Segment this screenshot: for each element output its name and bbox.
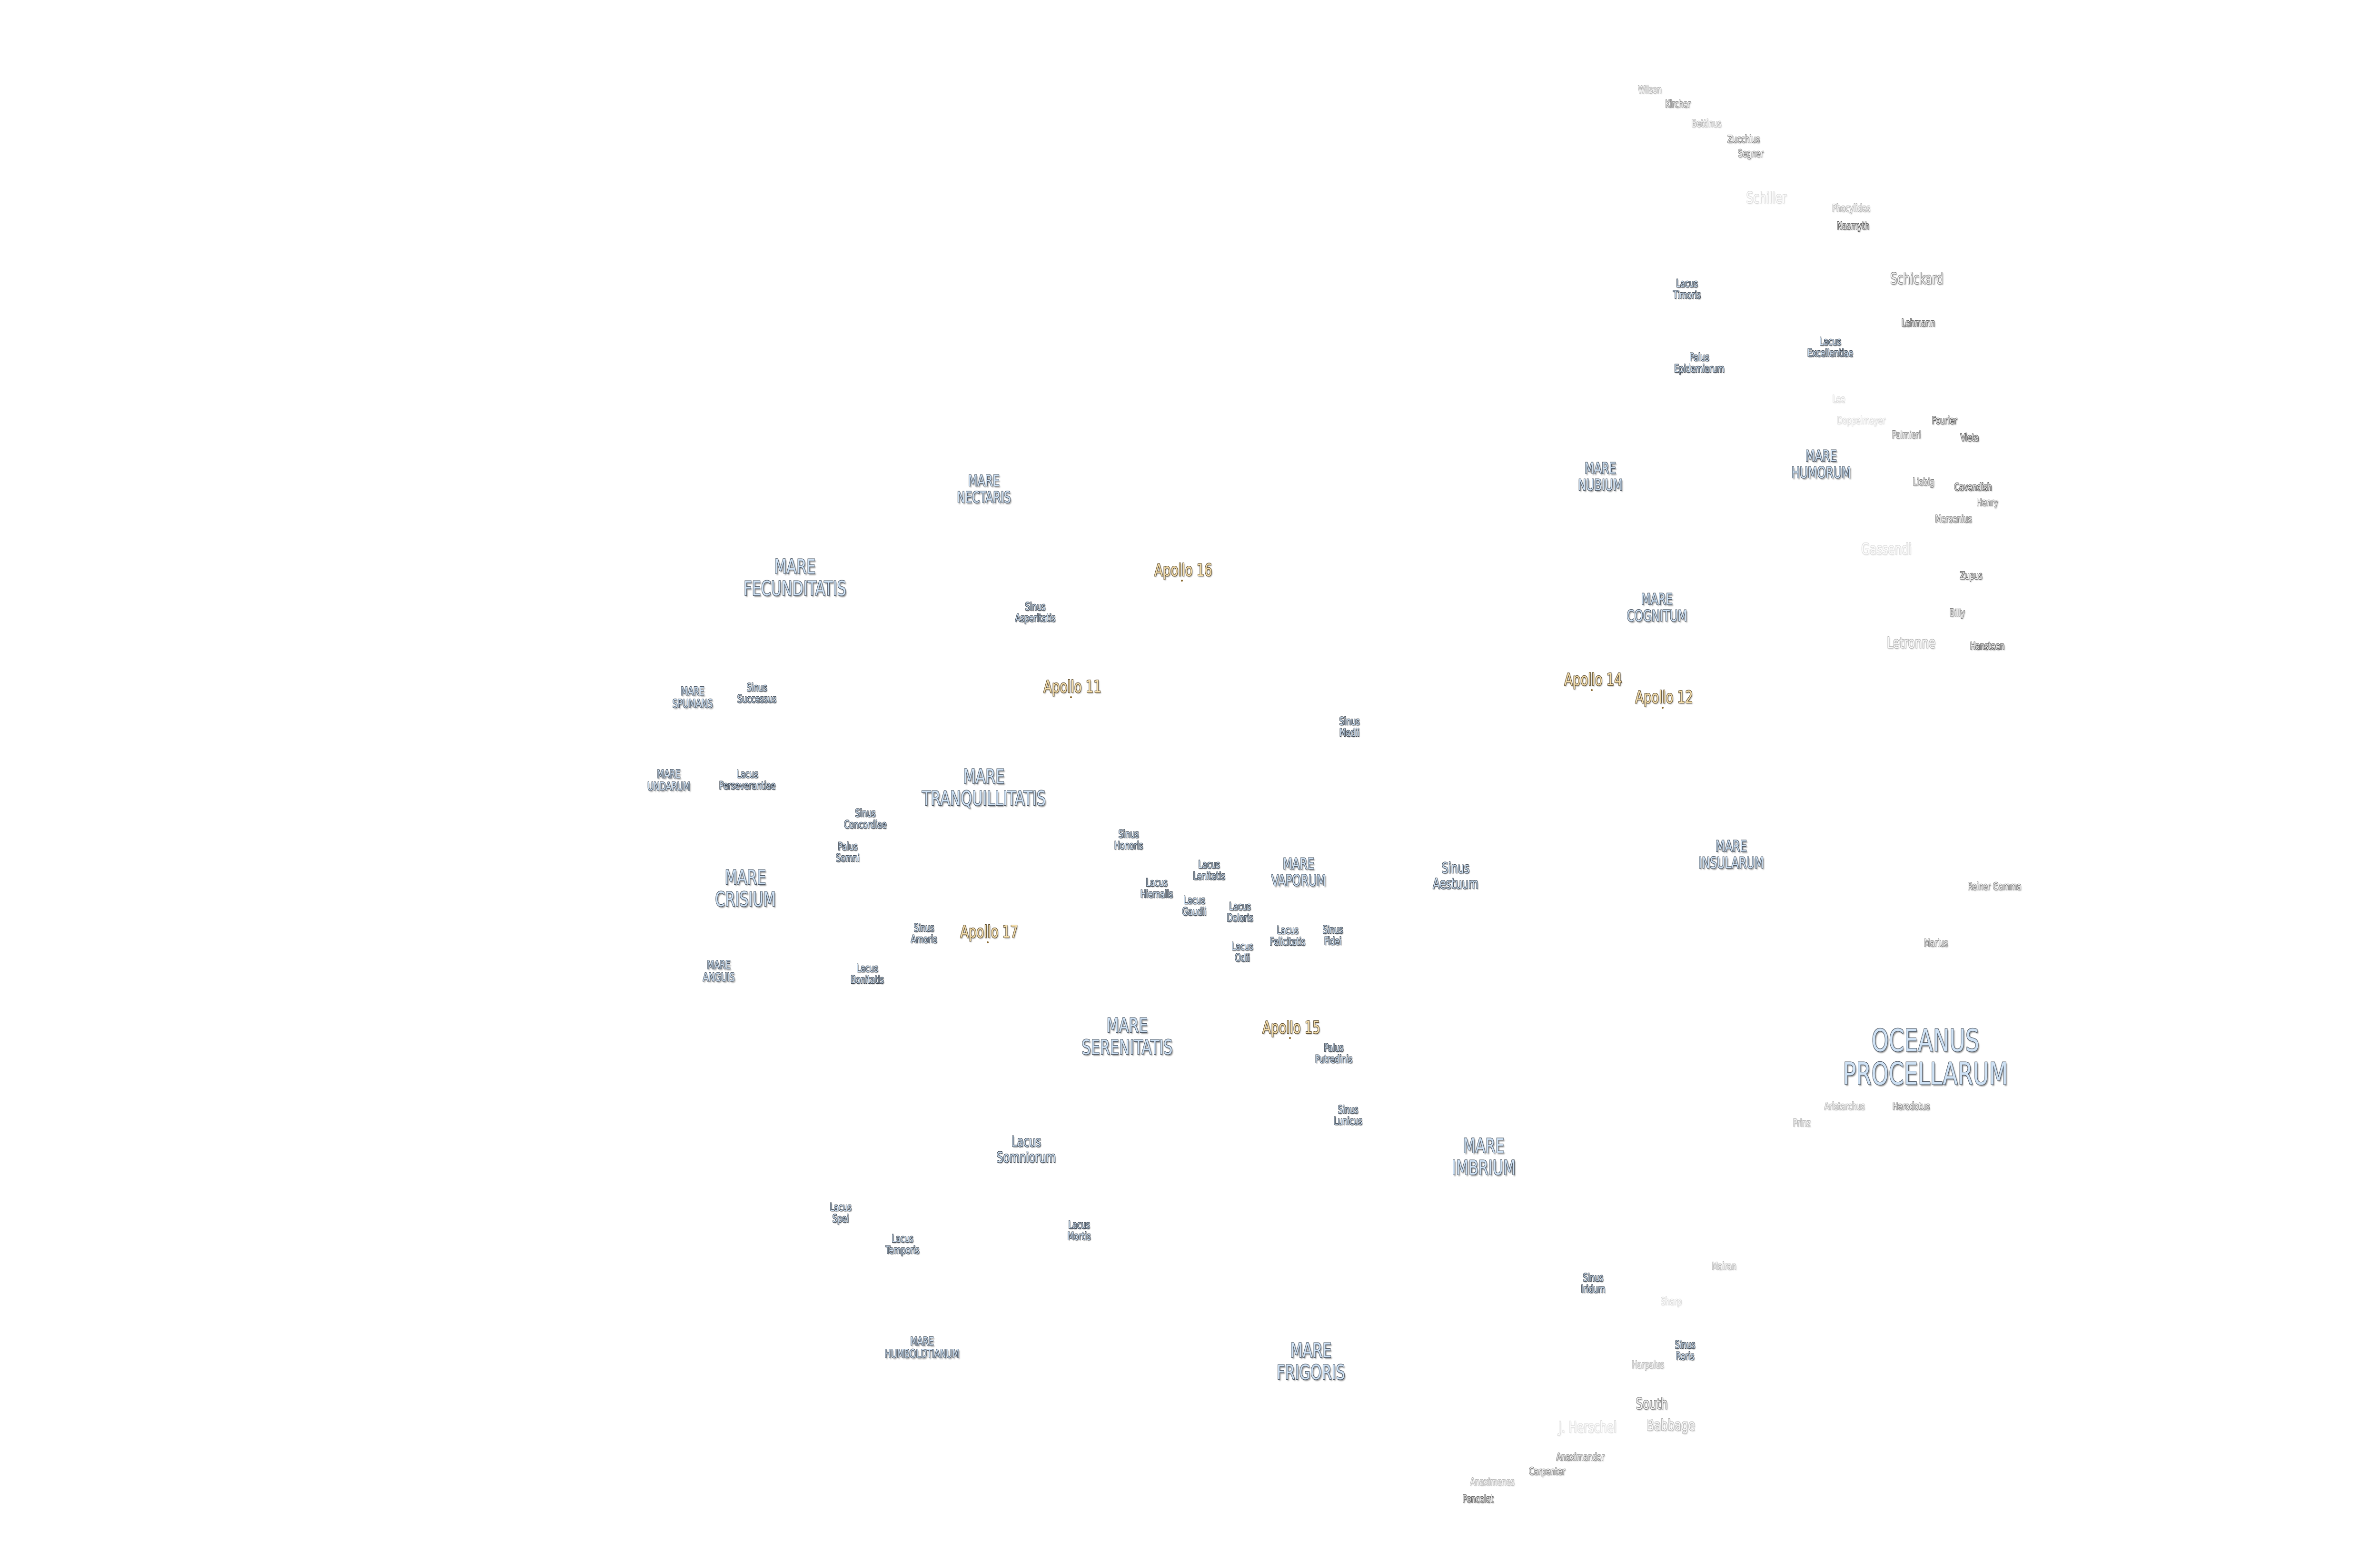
label-lacus-excellentiae: Lacus Excellentiae [1807, 336, 1854, 359]
label-crater-sharp: Sharp [1660, 1295, 1682, 1307]
label-crater-segner: Segner [1738, 148, 1764, 159]
label-crater-j-herschel: J. Herschel [1558, 1418, 1617, 1436]
label-lacus-gaudii: Lacus Gaudii [1182, 894, 1207, 918]
label-crater-poncelet: Poncelet [1462, 1493, 1494, 1505]
label-mare-crisium: MARE CRISIUM [715, 865, 776, 911]
label-mare-nectaris: MARE NECTARIS [957, 471, 1011, 506]
label-palus-epidemiarum: Palus Epidemiarum [1674, 351, 1725, 375]
label-crater-herodotus: Herodotus [1892, 1100, 1930, 1112]
label-crater-gassendi: Gassendi [1861, 540, 1912, 558]
label-mare-humboldtianum: MARE HUMBOLDTIANUM [884, 1334, 960, 1361]
label-apollo-11: Apollo 11 [1043, 677, 1101, 697]
label-mare-nubium: MARE NUBIUM [1578, 459, 1623, 494]
landing-site-marker [1289, 1037, 1291, 1039]
label-lacus-spei: Lacus Spei [830, 1201, 852, 1225]
label-crater-bettinus: Bettinus [1691, 118, 1722, 129]
label-crater-lehmann: Lehmann [1901, 317, 1935, 329]
label-crater-mairan: Mairan [1712, 1260, 1736, 1272]
label-lacus-somniorum: Lacus Somniorum [996, 1134, 1056, 1166]
label-sinus-lunicus: Sinus Lunicus [1333, 1104, 1363, 1127]
label-crater-phocylides: Phocylides [1832, 202, 1871, 214]
label-mare-frigoris: MARE FRIGORIS [1277, 1338, 1345, 1384]
label-crater-nasmyth: Nasmyth [1837, 220, 1869, 232]
label-mare-insularum: MARE INSULARUM [1698, 837, 1764, 872]
label-lacus-perseverantiae: Lacus Perseverantiae [719, 768, 776, 792]
label-crater-aristarchus: Aristarchus [1824, 1100, 1865, 1112]
label-oceanus-procellarum: OCEANUS PROCELLARUM [1843, 1023, 2008, 1092]
label-crater-south: South [1636, 1394, 1668, 1413]
label-lacus-mortis: Lacus Mortis [1067, 1219, 1091, 1243]
label-crater-carpenter: Carpenter [1529, 1465, 1565, 1477]
landing-site-marker [987, 941, 989, 943]
label-crater-mersenius: Mersenius [1935, 513, 1972, 525]
label-mare-serenitatis: MARE SERENITATIS [1081, 1013, 1173, 1059]
label-sinus-concordiae: Sinus Concordiae [844, 807, 887, 831]
label-lacus-odii: Lacus Odii [1231, 940, 1253, 964]
label-crater-lee: Lee [1832, 393, 1845, 405]
label-mare-tranquillitatis: MARE TRANQUILLITATIS [922, 764, 1046, 810]
label-mare-cognitum: MARE COGNITUM [1626, 590, 1687, 625]
label-crater-henry: Henry [1976, 496, 1998, 508]
label-sinus-successus: Sinus Successus [737, 682, 777, 705]
label-crater-kircher: Kircher [1665, 98, 1691, 110]
label-crater-cavendish: Cavendish [1954, 481, 1992, 493]
label-mare-undarum: MARE UNDARUM [647, 767, 690, 793]
label-apollo-14: Apollo 14 [1564, 670, 1622, 690]
label-lacus-lenitatis: Lacus Lenitatis [1193, 859, 1225, 882]
label-sinus-roris: Sinus Roris [1675, 1339, 1696, 1363]
label-lacus-felicitatis: Lacus Felicitatis [1269, 924, 1306, 948]
label-crater-doppelmayer: Doppelmayer [1836, 415, 1886, 426]
label-apollo-17: Apollo 17 [960, 922, 1018, 942]
label-sinus-amoris: Sinus Amoris [911, 922, 937, 946]
label-sinus-aestuum: Sinus Aestuum [1433, 860, 1478, 892]
label-apollo-12: Apollo 12 [1635, 688, 1693, 708]
label-sinus-fidei: Sinus Fidei [1322, 924, 1343, 948]
label-lacus-bonitatis: Lacus Bonitatis [851, 962, 884, 986]
label-lacus-doloris: Lacus Doloris [1227, 900, 1253, 924]
label-sinus-medii: Sinus Medii [1339, 715, 1360, 739]
landing-site-marker [1070, 696, 1072, 698]
label-crater-vieta: Vieta [1960, 432, 1979, 444]
label-mare-humorum: MARE HUMORUM [1791, 446, 1851, 482]
label-lacus-timoris: Lacus Timoris [1673, 277, 1701, 301]
label-crater-anaximander: Anaximander [1556, 1451, 1605, 1463]
label-crater-schiller: Schiller [1746, 188, 1787, 207]
label-crater-hansteen: Hansteen [1970, 640, 2005, 652]
label-sinus-iridum: Sinus Iridum [1581, 1272, 1606, 1295]
label-crater-letronne: Letronne [1886, 633, 1936, 652]
label-crater-billy: Billy [1950, 607, 1965, 619]
landing-site-marker [1662, 707, 1664, 709]
landing-site-marker [1181, 580, 1183, 582]
label-sinus-honoris: Sinus Honoris [1114, 828, 1143, 852]
label-sinus-asperitatis: Sinus Asperitatis [1015, 601, 1056, 624]
landing-site-marker [1591, 689, 1593, 691]
label-mare-fecunditatis: MARE FECUNDITATIS [744, 554, 846, 600]
label-lacus-hiemalis: Lacus Hiemalis [1140, 877, 1173, 900]
label-crater-zucchius: Zucchius [1727, 133, 1760, 145]
label-mare-spumans: MARE SPUMANS [672, 684, 713, 711]
label-crater-fourier: Fourier [1932, 415, 1957, 426]
label-palus-putredinis: Palus Putredinis [1315, 1042, 1353, 1066]
label-crater-liebig: Liebig [1913, 476, 1934, 488]
label-apollo-15: Apollo 15 [1262, 1018, 1320, 1038]
label-crater-wilson: Wilson [1638, 84, 1662, 96]
label-crater-zupus: Zupus [1960, 570, 1983, 582]
label-crater-schickard: Schickard [1890, 269, 1944, 288]
label-mare-vaporum: MARE VAPORUM [1271, 854, 1326, 890]
label-crater-marius: Marius [1924, 937, 1948, 949]
label-apollo-16: Apollo 16 [1154, 561, 1212, 581]
label-crater-reiner-gamma: Reiner Gamma [1967, 880, 2022, 892]
label-mare-imbrium: MARE IMBRIUM [1452, 1134, 1516, 1179]
label-crater-harpalus: Harpalus [1632, 1359, 1664, 1371]
label-mare-anguis: MARE ANGUIS [703, 958, 735, 984]
label-crater-babbage: Babbage [1646, 1416, 1696, 1434]
label-crater-palmieri: Palmieri [1892, 429, 1921, 441]
label-crater-anaximenes: Anaximenes [1470, 1476, 1515, 1488]
label-crater-prinz: Prinz [1793, 1117, 1811, 1129]
label-palus-somni: Palus Somni [836, 840, 860, 864]
label-lacus-temporis: Lacus Temporis [885, 1233, 920, 1256]
